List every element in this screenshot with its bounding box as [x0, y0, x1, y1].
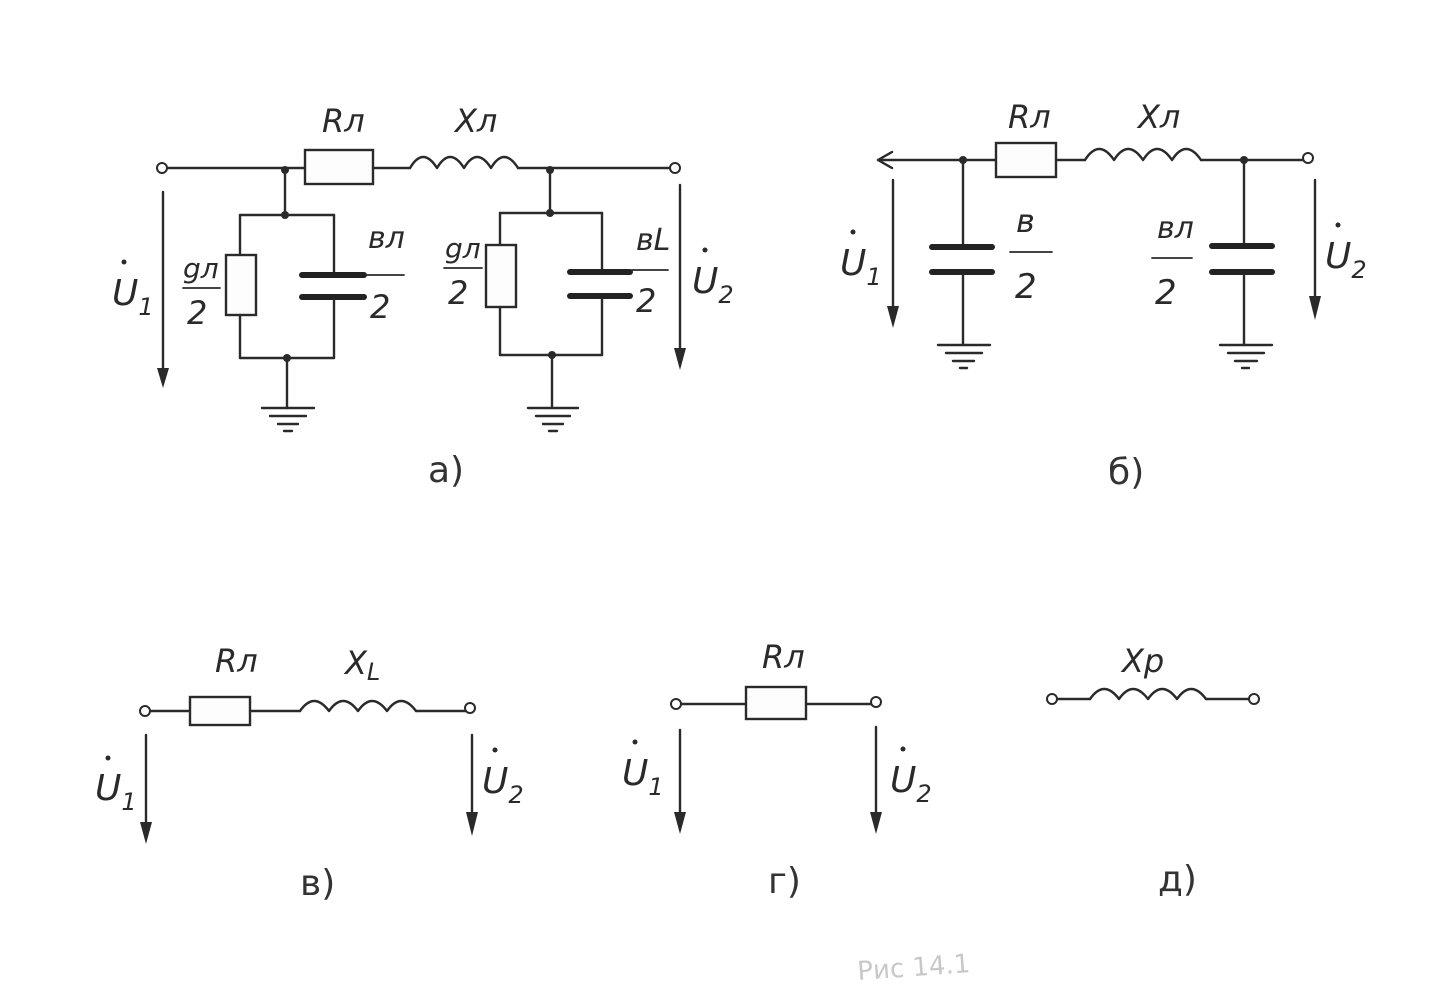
label-u1-a: U1 [112, 273, 154, 321]
label-b-plain: в [1016, 202, 1035, 240]
diagram-d: Xр д) [1046, 642, 1260, 900]
caption-g: г) [768, 861, 801, 902]
resistor-r-v [188, 695, 252, 727]
label-bl-right: вL [636, 223, 670, 258]
label-xl-v: XL [343, 644, 380, 686]
ground-icon [936, 343, 992, 370]
ground-icon [1218, 343, 1274, 370]
terminal-out-d [1248, 693, 1260, 705]
inductor-x-a [408, 155, 520, 170]
label-xp-d: Xр [1120, 642, 1164, 680]
label-two: 2 [636, 282, 656, 320]
label-two: 2 [187, 294, 207, 332]
diagram-b: Rл Xл U1 U2 в 2 вл 2 б) [840, 98, 1367, 493]
terminal-in-v [139, 705, 151, 717]
terminal-out-g [870, 696, 882, 708]
conductance-g-right [484, 243, 518, 309]
label-x-a: Xл [453, 102, 497, 140]
label-b-right-b: вл [1157, 211, 1194, 246]
ground-icon [260, 406, 316, 433]
diagram-v: Rл XL U1 U2 в) [95, 642, 524, 904]
label-u2-b: U2 [1325, 236, 1367, 284]
label-two: 2 [1015, 267, 1037, 307]
label-r-b: Rл [1008, 98, 1051, 136]
label-r-g: Rл [762, 638, 805, 676]
caption-b: б) [1108, 452, 1144, 493]
caption-v: в) [300, 863, 335, 904]
resistor-r-b [994, 141, 1058, 179]
label-g-right: gл [445, 232, 481, 265]
terminal-in-d [1046, 693, 1058, 705]
terminal-in-g [670, 698, 682, 710]
label-r-v: Rл [215, 642, 258, 680]
caption-a: а) [428, 450, 464, 491]
label-x-b: Xл [1136, 98, 1180, 136]
inductor-xp-d [1088, 687, 1208, 701]
label-u2-g: U2 [890, 760, 932, 808]
inductor-x-b [1083, 147, 1203, 162]
terminal-out-v [464, 702, 476, 714]
label-u2-v: U2 [482, 761, 524, 809]
label-u1-g: U1 [622, 753, 664, 801]
label-g-left: gл [183, 252, 219, 285]
label-u1-v: U1 [95, 768, 137, 816]
resistor-r-a [303, 148, 375, 186]
label-two: 2 [1155, 273, 1177, 313]
diagram-g: Rл U1 U2 г) [622, 638, 932, 902]
caption-d: д) [1158, 859, 1197, 900]
inductor-xl-v [298, 699, 418, 713]
label-b-left: вл [368, 221, 405, 256]
label-two: 2 [370, 288, 390, 326]
figure-note: Рис 14.1 [856, 949, 971, 987]
ground-icon [526, 406, 580, 433]
conductance-g-left [224, 253, 258, 317]
diagram-a: Rл Xл U1 U2 gл 2 вл 2 gл 2 вL 2 а) [112, 102, 734, 491]
terminal-in-a [156, 162, 168, 174]
label-two: 2 [448, 274, 468, 312]
label-r-a: Rл [322, 102, 365, 140]
resistor-r-g [744, 685, 808, 721]
terminal-out-b [1302, 152, 1314, 164]
label-u1-b: U1 [840, 243, 882, 291]
label-u2-a: U2 [692, 261, 734, 309]
terminal-out-a [669, 162, 681, 174]
